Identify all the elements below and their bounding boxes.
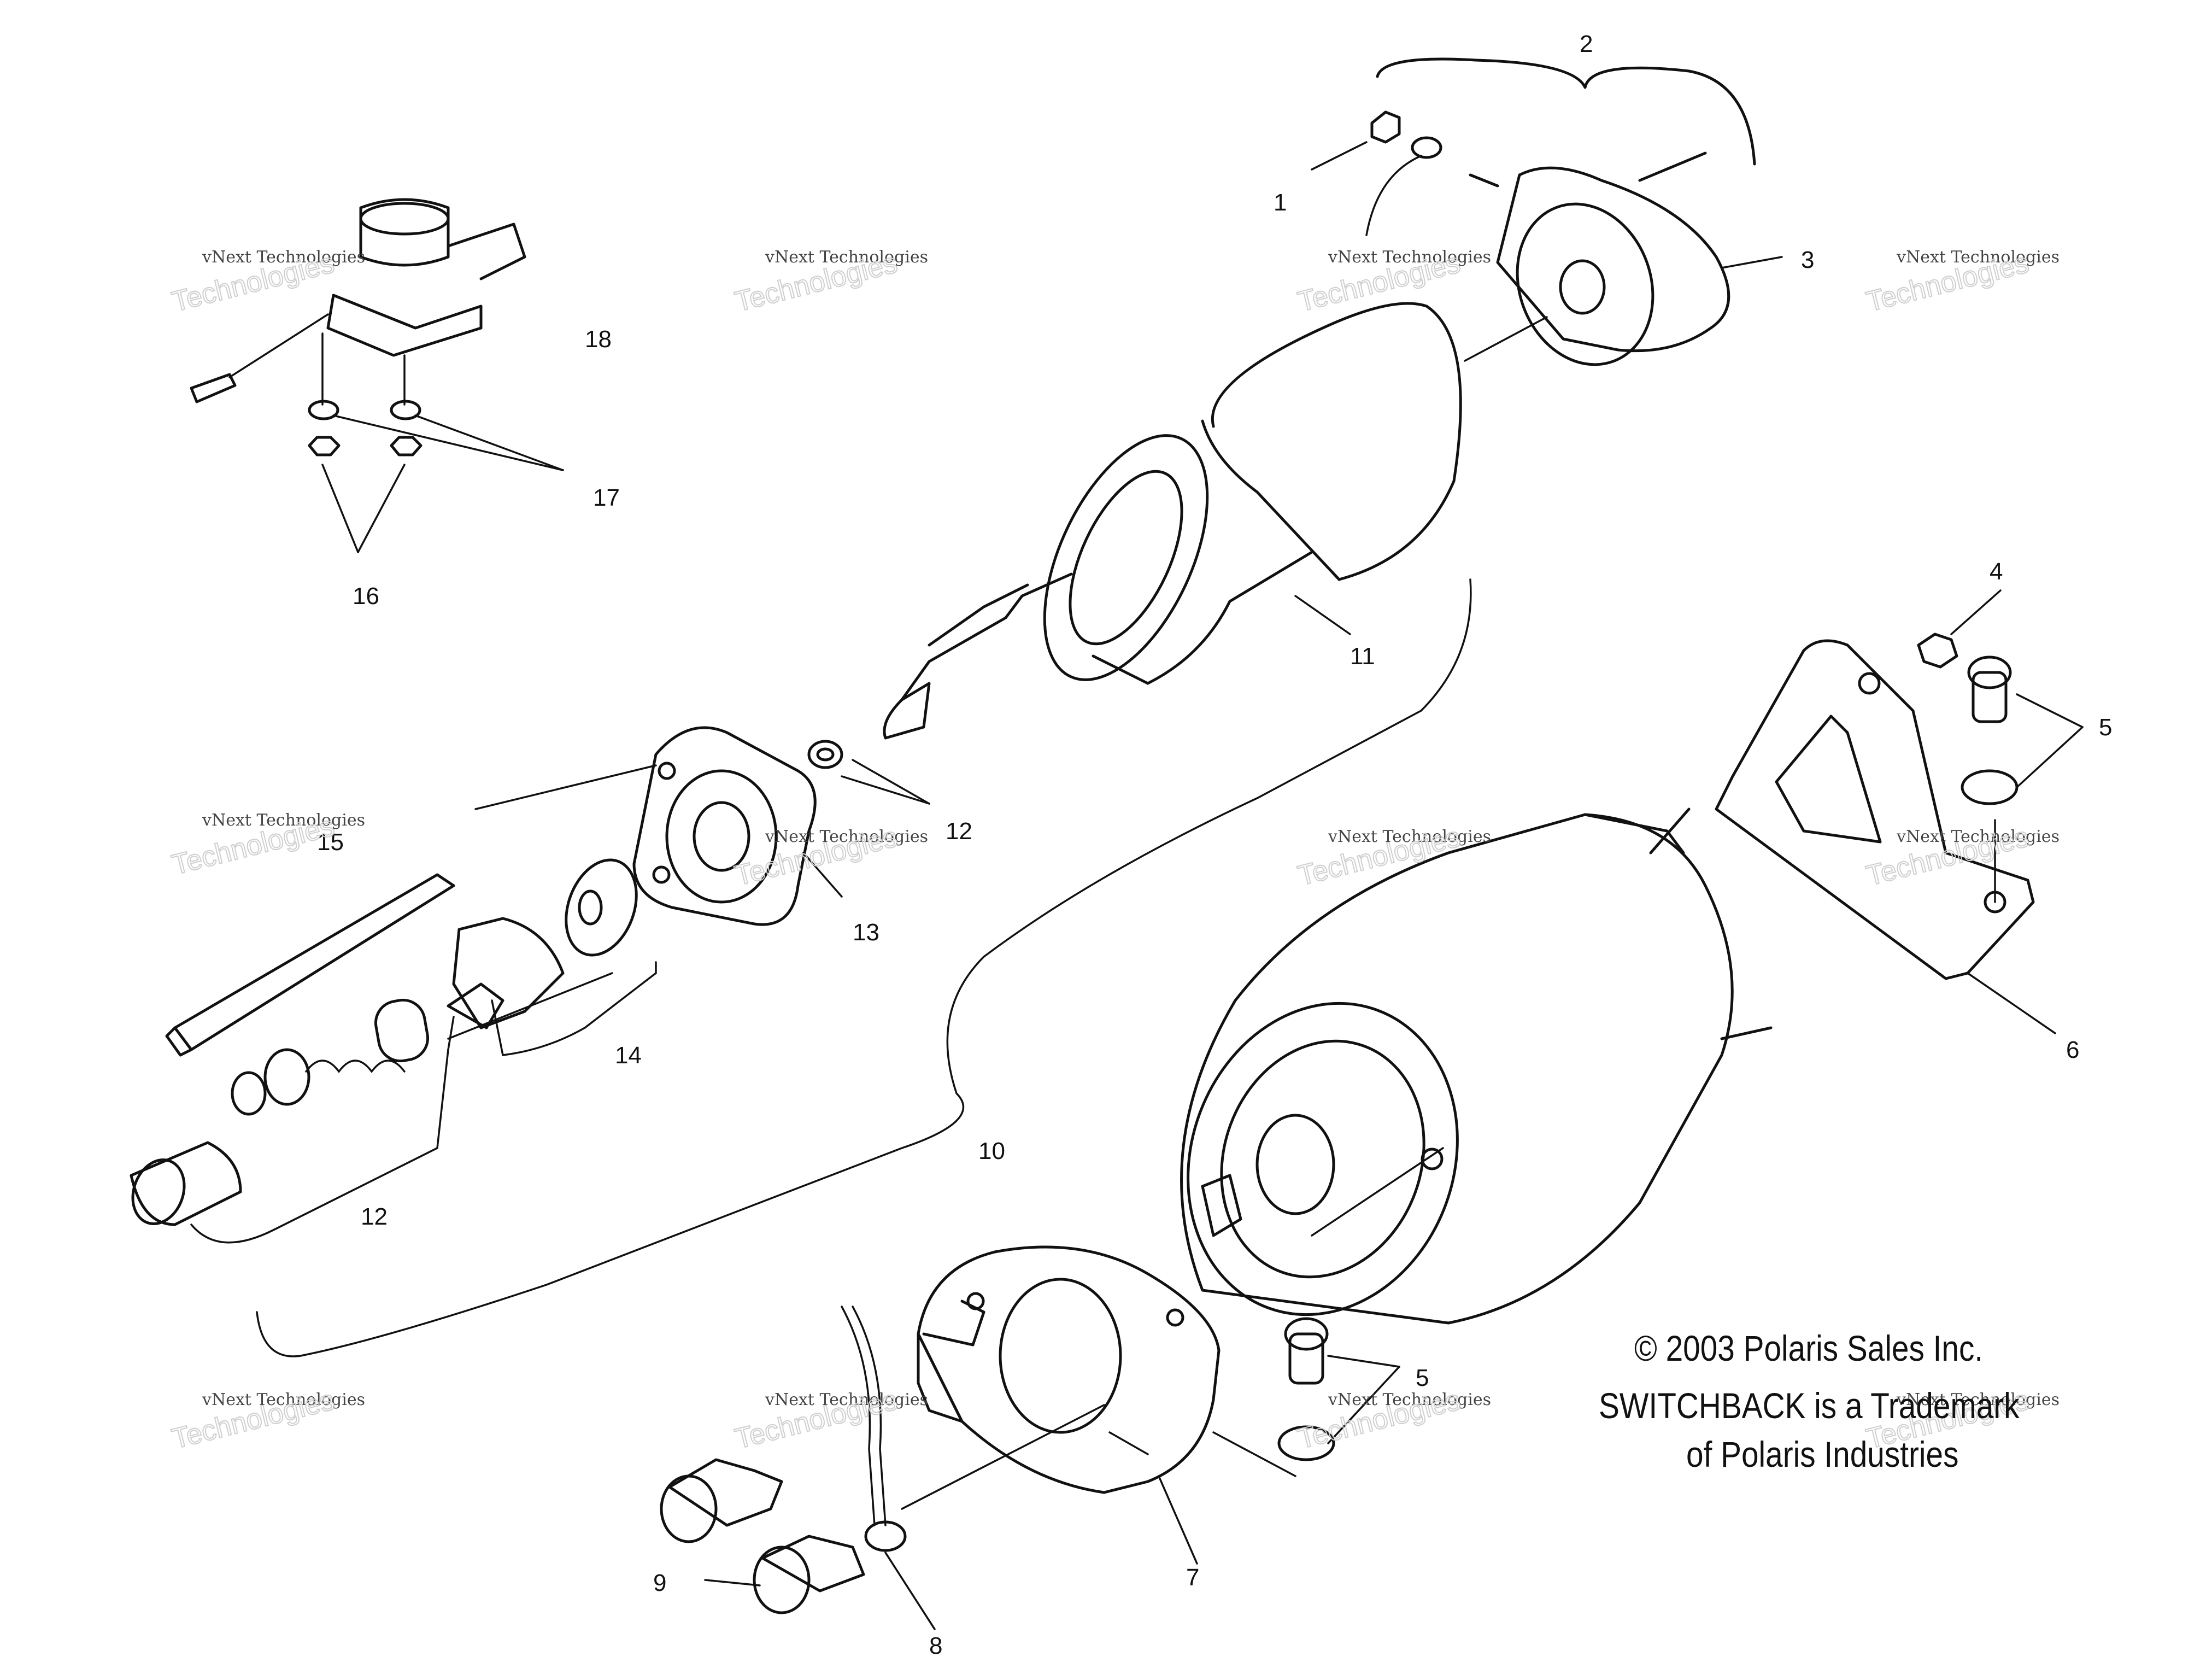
callout-14: 14 [615,1042,642,1069]
drive-end-flange [632,726,930,926]
callout-15: 15 [317,829,344,856]
watermark-text: vNext Technologies [202,1390,365,1409]
nuts-washers-16-17 [308,400,564,553]
bracket-6 [1715,639,2056,1034]
callout-18: 18 [585,326,612,353]
callout-7: 7 [1186,1564,1199,1591]
watermark-text: vNext Technologies [765,248,928,267]
watermark-text: vNext Technologies [1896,827,2060,846]
callout-4: 4 [1990,558,2003,585]
callout-5-upper: 5 [2099,714,2112,741]
callout-12-lower: 12 [361,1203,388,1230]
watermark-text: vNext Technologies [1328,248,1491,267]
watermark-text: vNext Technologies [1328,827,1491,846]
callout-13: 13 [853,919,879,946]
callout-6: 6 [2066,1037,2079,1063]
mounting-bracket-7 [917,1245,1296,1565]
callout-17: 17 [593,484,620,511]
hardware-4-5 [1277,589,2084,1461]
starter-motor-body [1180,807,1773,1325]
armature-housing [883,302,1462,740]
callout-11: 11 [1350,643,1375,670]
callout-12-upper: 12 [946,818,972,845]
callout-1: 1 [1274,189,1287,216]
watermark-text: vNext Technologies [1896,1390,2060,1409]
watermark-text: vNext Technologies [1328,1390,1491,1409]
callout-3: 3 [1801,247,1814,273]
callout-labels: 1 2 3 4 5 5 6 7 8 9 10 11 12 12 13 14 15… [317,31,2112,1659]
watermark-text: vNext Technologies [202,811,365,830]
watermark-text: vNext Technologies [202,248,365,267]
watermark-text: vNext Technologies [765,1390,928,1409]
solenoid-part [190,198,526,406]
copyright-line-2: SWITCHBACK is a Trademark [1599,1385,2020,1426]
bracket-group-10 [256,578,1472,1357]
callout-10: 10 [978,1138,1005,1164]
drive-assembly [130,764,657,1244]
watermark-text: vNext Technologies [1896,248,2060,267]
callout-8: 8 [929,1632,942,1659]
bolts-lead-8-9 [660,1306,1105,1630]
callout-16: 16 [353,583,379,610]
copyright-line-3: of Polaris Industries [1686,1434,1959,1474]
end-cap-assembly [1311,57,1783,366]
watermark-text: vNext Technologies [765,827,928,846]
callout-2: 2 [1580,31,1593,57]
callout-9: 9 [653,1570,666,1596]
copyright-line-1: © 2003 Polaris Sales Inc. [1634,1328,1984,1368]
callout-5-lower: 5 [1416,1365,1429,1391]
